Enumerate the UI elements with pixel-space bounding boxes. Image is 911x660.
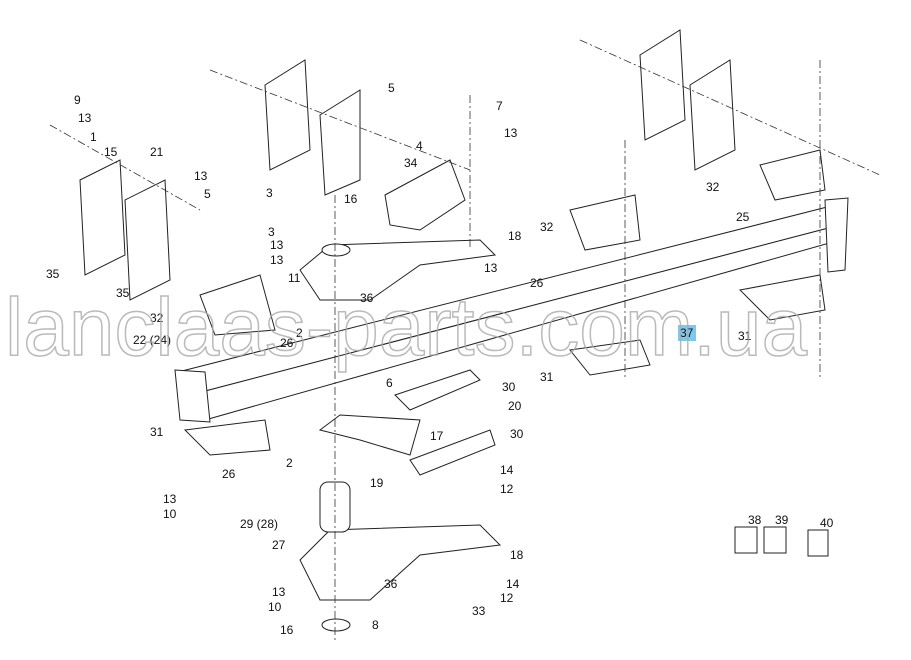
callout-32: 32 — [540, 220, 554, 234]
callout-13: 13 — [194, 169, 208, 183]
callout-3: 3 — [266, 186, 273, 200]
callout-highlight — [678, 325, 696, 341]
callout-21: 21 — [150, 145, 164, 159]
callout-20: 20 — [508, 399, 522, 413]
callout-15: 15 — [104, 145, 118, 159]
callout-13: 13 — [270, 253, 284, 267]
callout-13: 13 — [270, 238, 284, 252]
callout-26: 26 — [222, 467, 236, 481]
watermark: lanclaas-parts.com.ua — [5, 282, 808, 373]
callout-3: 3 — [268, 225, 275, 239]
callout-19: 19 — [370, 476, 384, 490]
callout-1: 1 — [90, 130, 97, 144]
callout-31: 31 — [150, 425, 164, 439]
callout-12: 12 — [500, 591, 514, 605]
callout-18: 18 — [508, 229, 522, 243]
callout-37[interactable]: 37 — [680, 326, 694, 340]
callout-35: 35 — [116, 286, 130, 300]
callout-5: 5 — [388, 81, 395, 95]
callout-31: 31 — [540, 370, 554, 384]
callout-5: 5 — [204, 187, 211, 201]
callout-12: 12 — [500, 482, 514, 496]
callout-13: 13 — [272, 585, 286, 599]
callout-32: 32 — [706, 180, 720, 194]
callout-9: 9 — [74, 93, 81, 107]
callout-13: 13 — [504, 126, 518, 140]
callout-34: 34 — [404, 156, 418, 170]
callout-26: 26 — [280, 336, 294, 350]
dashed-axes — [49, 39, 881, 640]
callout-13: 13 — [484, 261, 498, 275]
callout-31: 31 — [738, 329, 752, 343]
callout-6: 6 — [386, 376, 393, 390]
callout-14: 14 — [500, 463, 514, 477]
callout-26: 26 — [530, 276, 544, 290]
callout-10: 10 — [163, 507, 177, 521]
hardware-kits — [734, 526, 829, 557]
callout-4: 4 — [416, 139, 423, 153]
callout-30: 30 — [510, 427, 524, 441]
callout-29-28: 29 (28) — [240, 517, 278, 531]
callout-35: 35 — [46, 267, 60, 281]
callout-36: 36 — [360, 291, 374, 305]
callout-30: 30 — [502, 380, 516, 394]
callout-10: 10 — [268, 600, 282, 614]
callout-2: 2 — [286, 456, 293, 470]
brackets — [183, 149, 826, 632]
callout-8: 8 — [372, 618, 379, 632]
callout-39: 39 — [775, 513, 789, 527]
callout-36: 36 — [384, 577, 398, 591]
callout-25: 25 — [736, 210, 750, 224]
callout-11: 11 — [288, 271, 301, 285]
left-plates — [79, 29, 736, 301]
callout-16: 16 — [344, 192, 358, 206]
callout-27: 27 — [272, 538, 286, 552]
callout-22-24: 22 (24) — [133, 333, 171, 347]
callout-13: 13 — [78, 111, 92, 125]
callout-33: 33 — [472, 604, 486, 618]
callout-32: 32 — [150, 311, 164, 325]
main-beam — [174, 197, 849, 423]
callout-40: 40 — [820, 516, 834, 530]
callout-2: 2 — [296, 326, 303, 340]
callout-38: 38 — [748, 513, 762, 527]
callout-17: 17 — [430, 429, 444, 443]
callout-18: 18 — [510, 548, 524, 562]
callout-7: 7 — [496, 99, 503, 113]
callout-13: 13 — [163, 492, 177, 506]
callout-16: 16 — [280, 623, 294, 637]
callout-14: 14 — [506, 577, 520, 591]
